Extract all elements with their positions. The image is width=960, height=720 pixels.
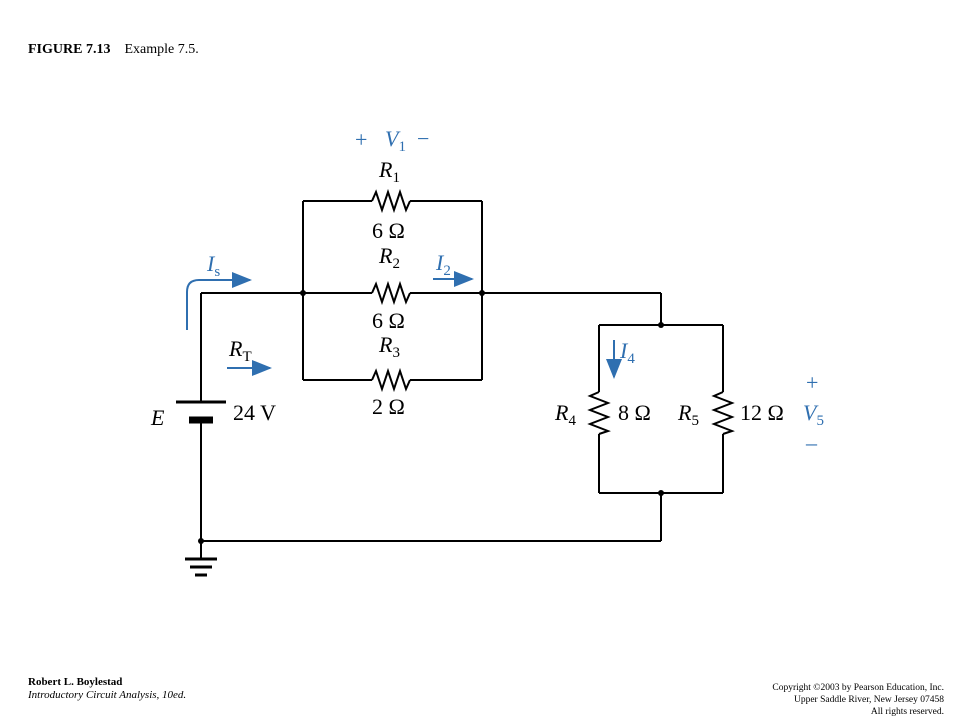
v1-minus: − <box>417 126 429 151</box>
r2-label: R2 <box>378 243 400 272</box>
resistor-r3 <box>371 367 411 393</box>
figure-title: FIGURE 7.13 Example 7.5. <box>28 42 199 58</box>
footer-credit: Robert L. Boylestad Introductory Circuit… <box>28 676 186 702</box>
e-value: 24 V <box>233 400 276 425</box>
r1-value: 6 Ω <box>372 218 405 243</box>
e-label: E <box>150 405 165 430</box>
junction-dots <box>198 290 664 544</box>
is-label: Is <box>206 251 220 280</box>
rt-label: RT <box>228 336 252 365</box>
copyright-line-2: Upper Saddle River, New Jersey 07458 <box>793 695 944 705</box>
i4-label: I4 <box>619 338 635 367</box>
v1-label: V1 <box>385 126 406 155</box>
v1-plus: + <box>355 127 367 152</box>
wires <box>200 200 724 558</box>
copyright-line-1: Copyright ©2003 by Pearson Education, In… <box>772 683 944 693</box>
r1-label: R1 <box>378 157 400 186</box>
footer-copyright: Copyright ©2003 by Pearson Education, In… <box>772 682 944 718</box>
r2-value: 6 Ω <box>372 308 405 333</box>
resistor-r5 <box>711 391 735 435</box>
copyright-line-3: All rights reserved. <box>870 707 944 717</box>
r5-value: 12 Ω <box>740 400 784 425</box>
i2-label: I2 <box>435 250 451 279</box>
figure-number: FIGURE 7.13 <box>28 42 111 57</box>
v5-label: V5 <box>803 400 824 429</box>
resistor-r4 <box>587 391 611 435</box>
footer-book: Introductory Circuit Analysis, 10ed. <box>28 689 187 701</box>
resistor-r2 <box>371 280 411 306</box>
r3-value: 2 Ω <box>372 394 405 419</box>
footer-author: Robert L. Boylestad <box>28 676 123 688</box>
v5-minus: – <box>805 430 818 455</box>
is-arrow <box>186 272 252 330</box>
resistor-r1 <box>371 188 411 214</box>
v5-plus: + <box>806 370 818 395</box>
r3-label: R3 <box>378 332 400 361</box>
r4-value: 8 Ω <box>618 400 651 425</box>
figure-caption: Example 7.5. <box>124 42 199 57</box>
r5-label: R5 <box>677 400 699 429</box>
ground-symbol <box>185 557 217 577</box>
r4-label: R4 <box>554 400 576 429</box>
battery-symbol <box>176 400 226 424</box>
